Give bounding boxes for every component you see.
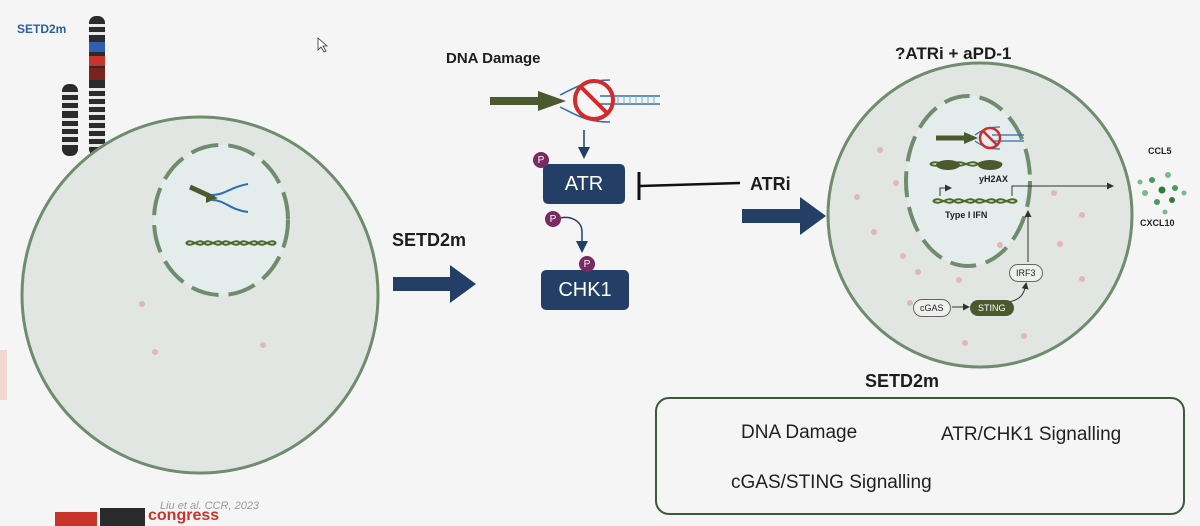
atr-label: ATR (564, 172, 604, 195)
setd2m-arrow-label: SETD2m (392, 230, 467, 250)
atr-box: ATR (543, 164, 625, 204)
phospho-badge-atr: P (533, 152, 549, 168)
chk1-label: CHK1 (558, 278, 612, 301)
dna-damage-graphic (490, 79, 660, 123)
treatment-arrow (742, 197, 826, 235)
summary-box: DNA Damage ATR/CHK1 Signalling cGAS/STIN… (655, 397, 1185, 515)
summary-item-dna-damage: DNA Damage (741, 422, 858, 443)
cgas-node: cGAS (913, 299, 951, 317)
summary-title: SETD2m (865, 371, 940, 391)
congress-logo-mark (100, 508, 145, 526)
chk1-box: CHK1 (541, 270, 629, 310)
yh2ax-label: yH2AX (979, 174, 1009, 184)
summary-item-cgas-sting: cGAS/STING Signalling (731, 472, 932, 493)
treatment-title: ?ATRi + aPD-1 (895, 44, 1012, 63)
irf3-node: IRF3 (1009, 264, 1043, 282)
citation: Liu et al. CCR, 2023 (160, 500, 260, 512)
setd2m-arrow (393, 265, 476, 303)
treated-cell (826, 61, 1134, 369)
congress-logo-badge (55, 512, 97, 526)
type1-ifn-label: Type I IFN (945, 210, 988, 220)
congress-logo-text: congress (148, 507, 220, 524)
sting-node: STING (970, 300, 1014, 316)
atri-inhibition-line (639, 181, 741, 188)
dna-damage-label: DNA Damage (446, 50, 541, 67)
edge-marker (0, 350, 7, 400)
ccl5-label: CCL5 (1148, 146, 1172, 156)
cytokine-cluster (1137, 172, 1187, 215)
atri-label: ATRi (750, 174, 791, 194)
phospho-badge-chk1: P (579, 256, 595, 272)
normal-cell (20, 115, 380, 475)
phospho-badge-free: P (545, 211, 561, 227)
cxcl10-label: CXCL10 (1140, 218, 1175, 228)
chromosome-pair (62, 16, 105, 156)
mouse-cursor-icon (317, 37, 329, 53)
chromosome-label: SETD2m (17, 22, 67, 36)
summary-item-atr-chk1: ATR/CHK1 Signalling (941, 424, 1122, 445)
